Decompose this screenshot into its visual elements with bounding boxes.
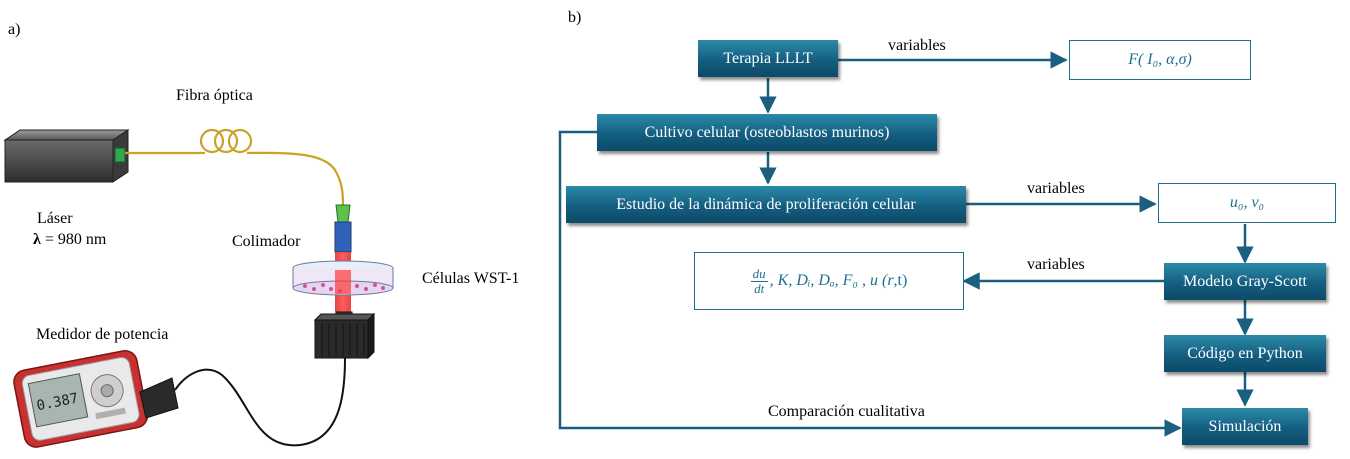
node-modelo-gray-scott: Modelo Gray-Scott xyxy=(1164,263,1326,300)
node-cultivo-celular-label: Cultivo celular (osteoblastos murinos) xyxy=(644,123,890,141)
panel-b-label: b) xyxy=(568,9,582,26)
node-terapia-lllt-label: Terapia LLLT xyxy=(723,49,813,67)
output-u0-v0: u₀, v₀ xyxy=(1158,183,1336,223)
node-terapia-lllt: Terapia LLLT xyxy=(698,40,838,77)
node-estudio-dinamica: Estudio de la dinámica de proliferación … xyxy=(566,186,966,223)
panel-a-label: a) xyxy=(8,21,21,38)
wavelength-value: = 980 nm xyxy=(40,231,107,248)
fraction-numerator: du xyxy=(750,265,768,282)
power-sensor xyxy=(313,311,376,360)
equation-tail: ,t) xyxy=(893,272,908,289)
cells-label: Células WST-1 xyxy=(422,270,520,287)
fiber-label: Fibra óptica xyxy=(176,87,253,104)
fraction-denominator: dt xyxy=(754,280,765,296)
du-dt-fraction: du dt xyxy=(750,265,768,296)
meter-sensor-plug xyxy=(139,377,179,419)
node-codigo-python-label: Código en Python xyxy=(1187,344,1303,362)
wavelength-label: λ = 980 nm xyxy=(33,232,106,248)
edge-label-comparacion: Comparación cualitativa xyxy=(768,403,925,420)
optical-fiber xyxy=(125,128,345,206)
edge-label-variables-1: variables xyxy=(888,37,946,54)
laser-device xyxy=(3,129,130,183)
node-modelo-gray-scott-label: Modelo Gray-Scott xyxy=(1183,272,1307,290)
meter-reading: 0.387 xyxy=(35,390,79,414)
lambda-symbol: λ xyxy=(33,231,41,248)
node-estudio-dinamica-label: Estudio de la dinámica de proliferación … xyxy=(616,195,916,213)
node-simulacion-label: Simulación xyxy=(1208,417,1282,435)
equation-params: , K, Dᵢ, Dₐ, F₀ , u ( xyxy=(769,272,888,289)
setup-illustration: 0.387 xyxy=(3,128,394,448)
meter-label: Medidor de potencia xyxy=(36,326,169,343)
equation-r: r xyxy=(887,272,894,289)
node-cultivo-celular: Cultivo celular (osteoblastos murinos) xyxy=(597,114,937,151)
petri-dish xyxy=(292,260,394,296)
output-f-params-text: F( I₀, α,σ) xyxy=(1128,51,1192,68)
node-simulacion: Simulación xyxy=(1182,408,1308,445)
sensor-cable xyxy=(174,357,346,447)
output-f-params: F( I₀, α,σ) xyxy=(1069,40,1251,80)
collimator-label: Colimador xyxy=(232,233,301,250)
laser-label: Láser xyxy=(37,210,73,227)
output-u0-v0-text: u₀, v₀ xyxy=(1229,194,1265,211)
edge-label-variables-2: variables xyxy=(1027,180,1085,197)
edge-cultivo-to-simulacion xyxy=(558,130,1182,437)
power-meter: 0.387 xyxy=(13,349,149,448)
edge-label-variables-3: variables xyxy=(1027,256,1085,273)
output-model-equation: du dt , K, Dᵢ, Dₐ, F₀ , u (r,t) xyxy=(694,252,964,310)
node-codigo-python: Código en Python xyxy=(1164,335,1326,372)
